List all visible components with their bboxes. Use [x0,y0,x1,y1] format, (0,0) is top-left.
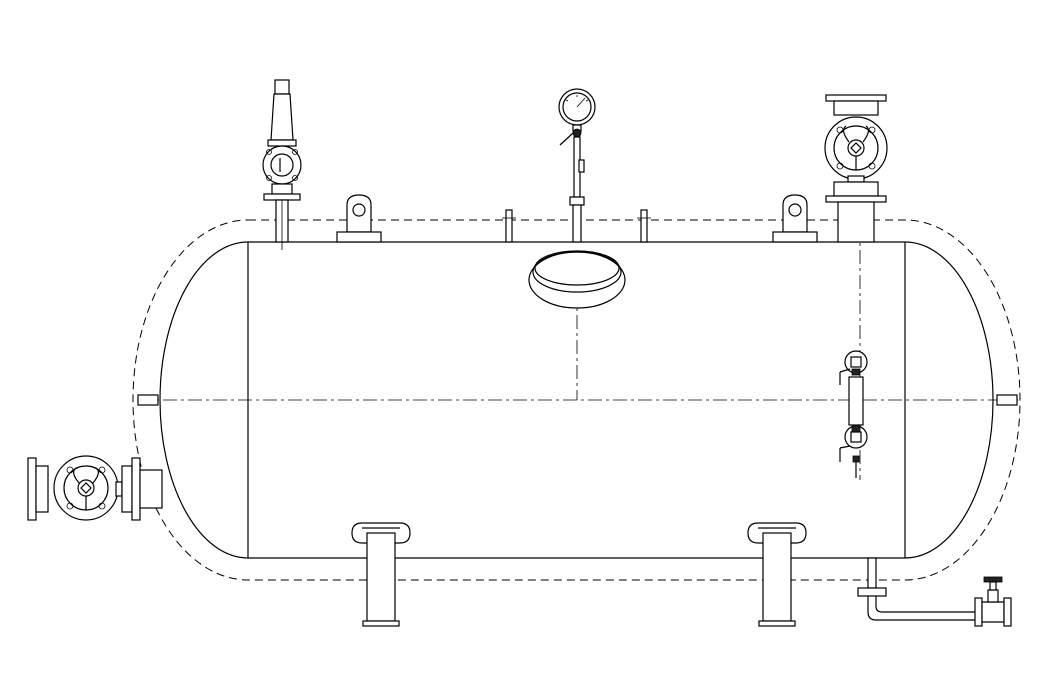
outlet-gate-valve [824,94,888,243]
support-saddle-left [351,522,411,627]
safety-valve [262,79,302,250]
pressure-gauge [558,88,596,243]
support-saddle-right [747,522,807,627]
lifting-lug-right [772,194,818,243]
end-stubs [137,394,1018,406]
top-nozzle-small-left [502,209,516,243]
level-gauge [839,350,868,478]
insulation-outline [132,219,1021,581]
inlet-gate-valve [27,455,163,521]
drain-valve [857,557,1012,627]
top-nozzle-small-right [637,209,651,243]
manhole [528,250,626,309]
lifting-lug-left [336,194,382,243]
